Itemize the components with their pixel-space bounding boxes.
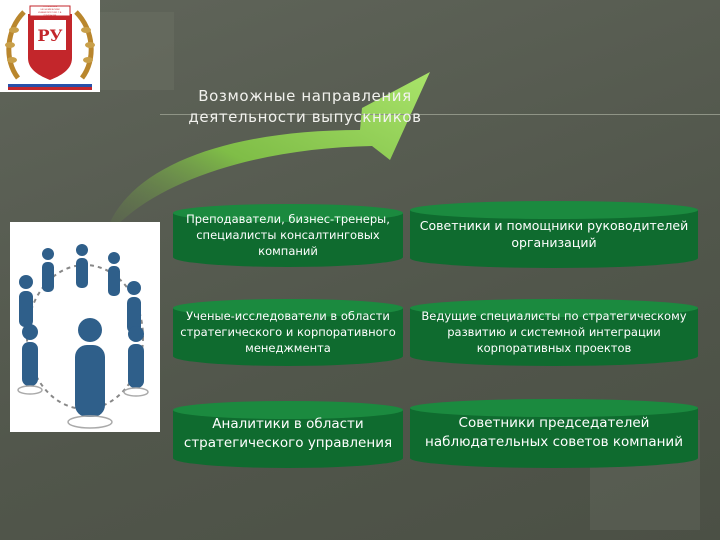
slide-title-line2: деятельности выпускников <box>188 108 422 126</box>
direction-card: Преподаватели, бизнес-тренеры, специалис… <box>173 203 403 267</box>
direction-card: Ученые-исследователи в области стратегич… <box>173 298 403 366</box>
logo-monogram: РУ <box>37 26 63 45</box>
direction-card-text: Ученые-исследователи в области стратегич… <box>180 309 396 355</box>
direction-card-text: Советники и помощники руководителей орга… <box>419 218 689 250</box>
slide-title-line1: Возможные направления <box>198 87 412 105</box>
university-logo-icon <box>5 5 95 90</box>
slide-title: Возможные направления деятельности выпус… <box>160 86 450 128</box>
direction-card-text: Преподаватели, бизнес-тренеры, специалис… <box>186 212 390 258</box>
title-underline <box>160 114 720 115</box>
direction-card: Аналитики в области стратегического упра… <box>173 400 403 468</box>
decor-square <box>96 12 174 90</box>
logo-text: РОССИЙСКИЙ ЭКОНОМИЧЕСКИЙ УНИВЕРСИТЕТ ИМ.… <box>38 6 62 16</box>
people-network-icon <box>17 244 149 429</box>
direction-card-text: Советники председателей наблюдательных с… <box>425 415 683 450</box>
direction-card-text: Ведущие специалисты по стратегическому р… <box>421 309 687 355</box>
curved-arrow-icon <box>104 72 430 240</box>
direction-card: Советники председателей наблюдательных с… <box>410 398 698 468</box>
direction-card: Советники и помощники руководителей орга… <box>410 200 698 268</box>
university-logo: РУ РОССИЙСКИЙ ЭКОНОМИЧЕСКИЙ УНИВЕРСИТЕТ … <box>0 0 100 92</box>
people-network-illustration <box>10 222 160 432</box>
direction-card: Ведущие специалисты по стратегическому р… <box>410 298 698 366</box>
direction-card-text: Аналитики в области стратегического упра… <box>183 416 393 451</box>
